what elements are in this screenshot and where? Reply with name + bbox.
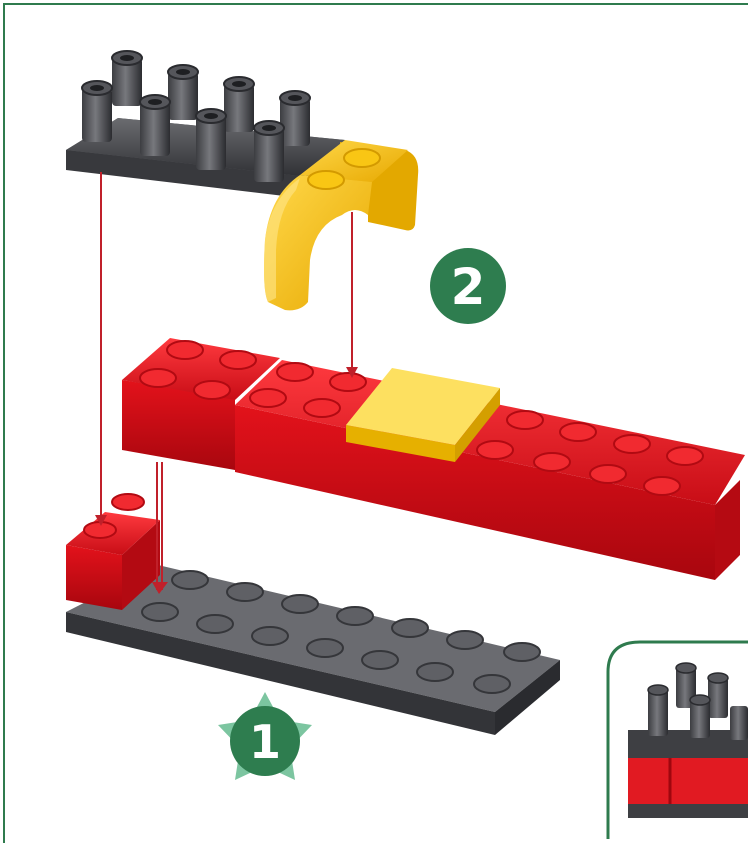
red-long-brick	[122, 338, 745, 580]
step-1-badge: 1	[218, 692, 312, 780]
step-1-number: 1	[249, 715, 281, 769]
step-2-number: 2	[451, 258, 486, 316]
step-2-badge: 2	[430, 248, 506, 324]
preview-callout	[608, 642, 748, 839]
